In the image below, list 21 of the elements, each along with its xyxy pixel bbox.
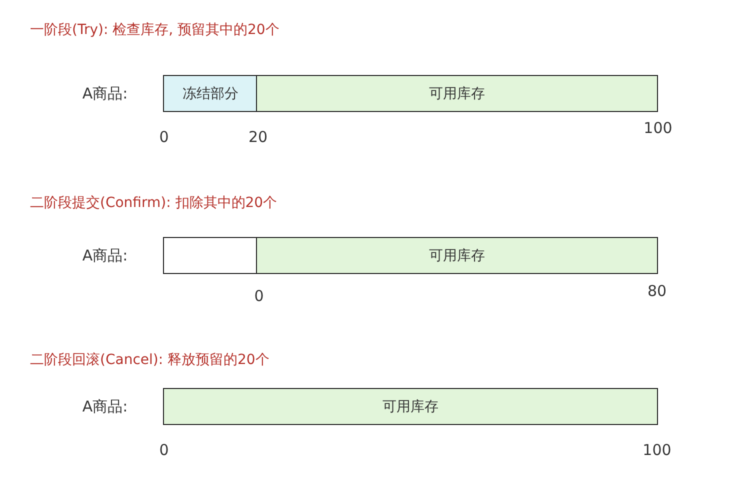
segment-label: 可用库存 [429, 246, 485, 264]
row-label: A商品: [82, 84, 128, 104]
section-heading: 二阶段提交(Confirm): 扣除其中的20个 [30, 194, 278, 212]
axis-tick-label: 100 [644, 119, 672, 137]
axis-tick-label: 80 [647, 282, 667, 300]
row-label: A商品: [82, 246, 128, 266]
axis-tick-label: 0 [159, 128, 169, 146]
stock-segment [256, 237, 658, 274]
row-label: A商品: [82, 398, 128, 416]
segment-label: 冻结部分 [182, 84, 238, 102]
axis-tick-label: 0 [254, 287, 264, 305]
axis-tick-label: 0 [159, 441, 169, 459]
stock-segment [163, 388, 658, 425]
segment-label: 可用库存 [382, 398, 438, 416]
stock-segment [256, 75, 658, 112]
axis-tick-label: 20 [248, 128, 268, 146]
section-heading: 一阶段(Try): 检查库存, 预留其中的20个 [30, 21, 280, 39]
axis-tick-label: 100 [642, 441, 672, 459]
segment-label: 可用库存 [429, 84, 485, 102]
stock-segment [163, 75, 258, 112]
section-heading: 二阶段回滚(Cancel): 释放预留的20个 [30, 351, 270, 369]
